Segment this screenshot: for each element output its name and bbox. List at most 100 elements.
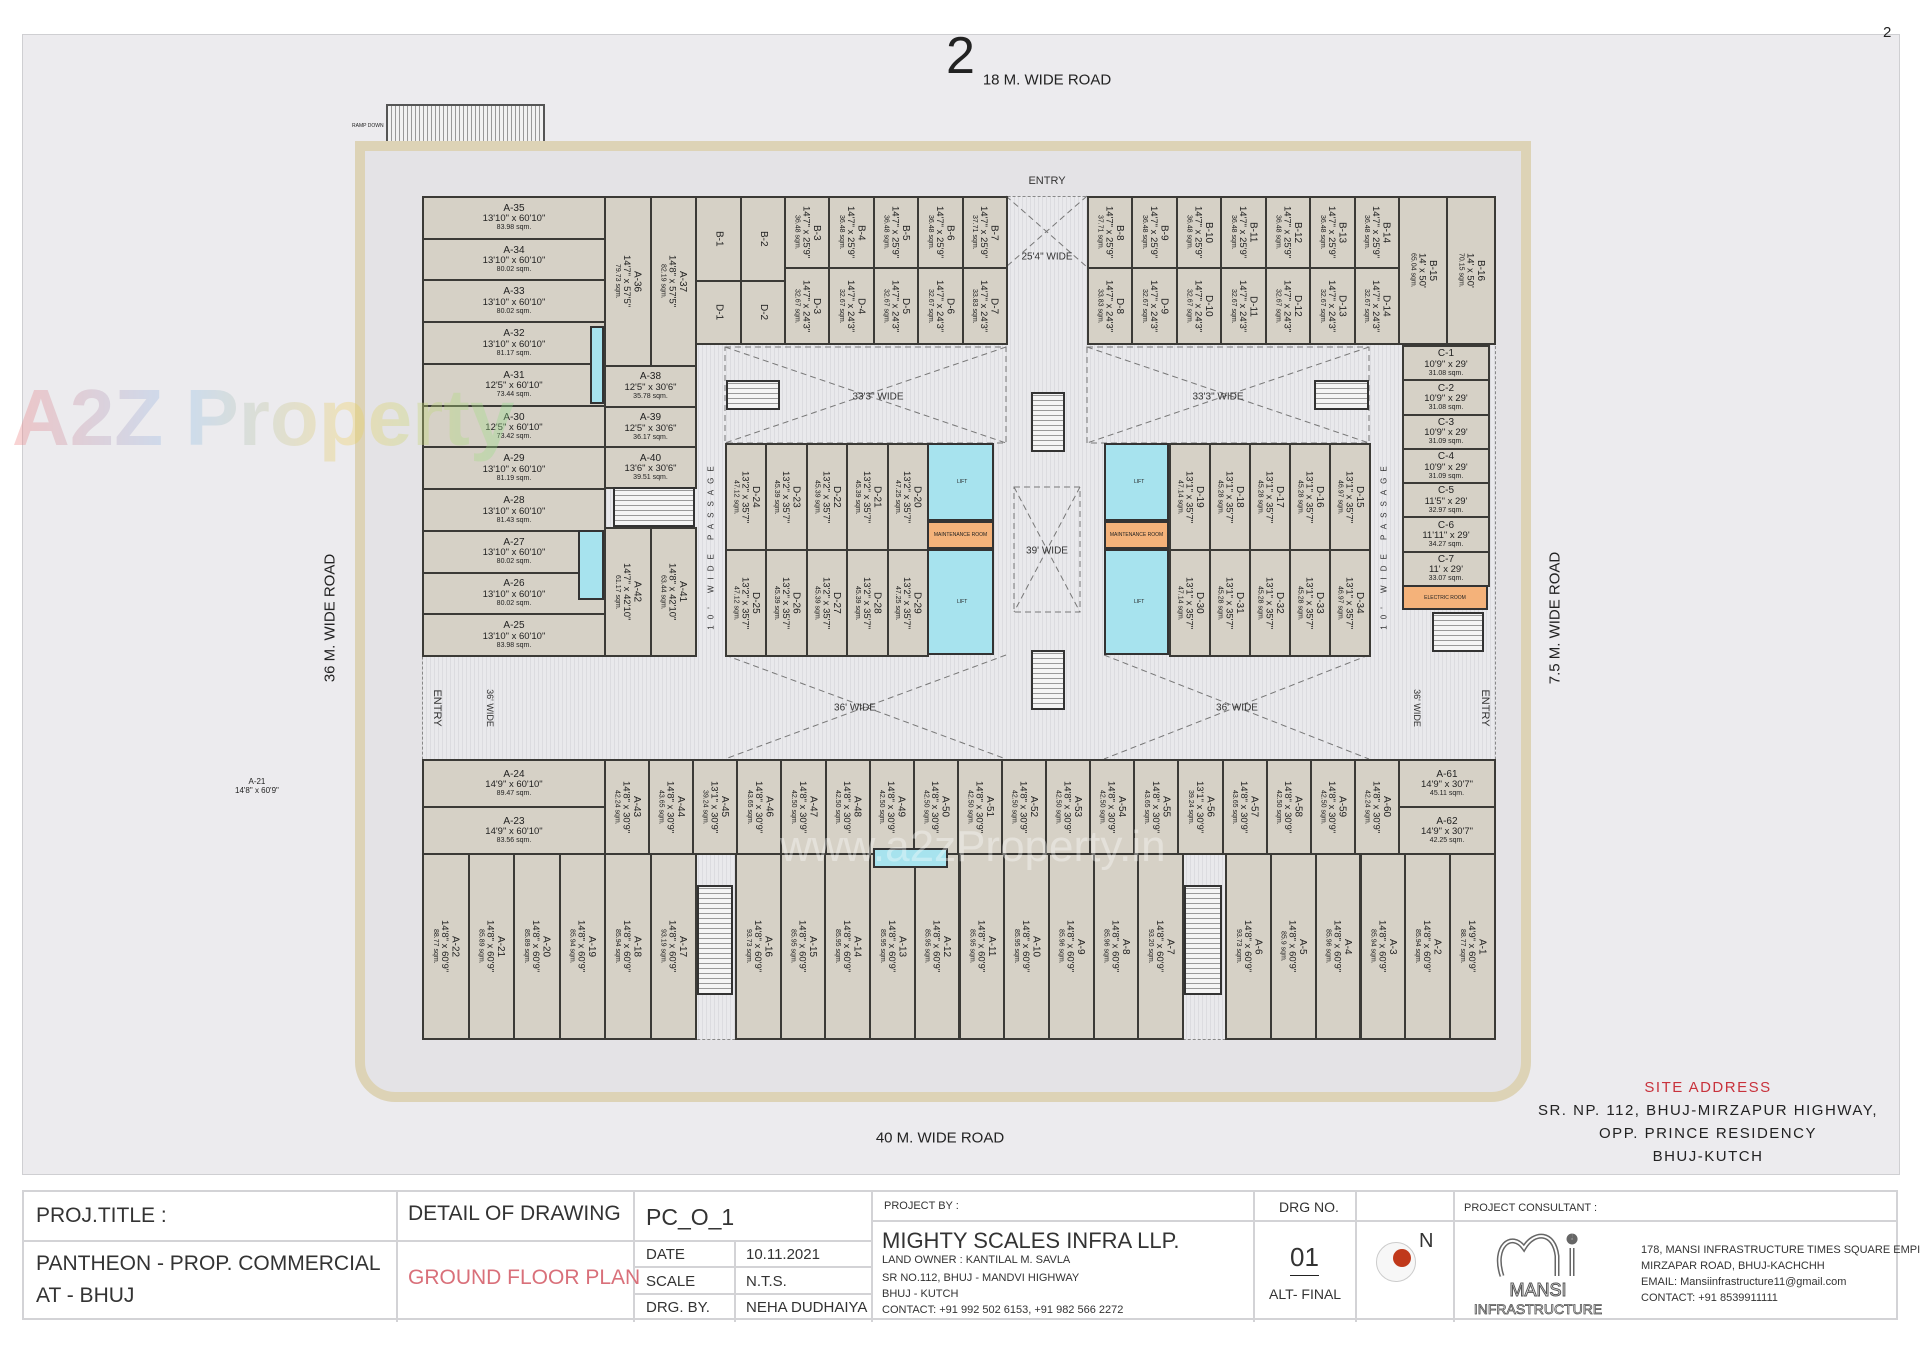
unit-d-2[interactable]: D-2 [739, 280, 786, 345]
unit-d-1[interactable]: D-1 [695, 280, 742, 345]
unit-b-2[interactable]: B-2 [739, 196, 786, 282]
